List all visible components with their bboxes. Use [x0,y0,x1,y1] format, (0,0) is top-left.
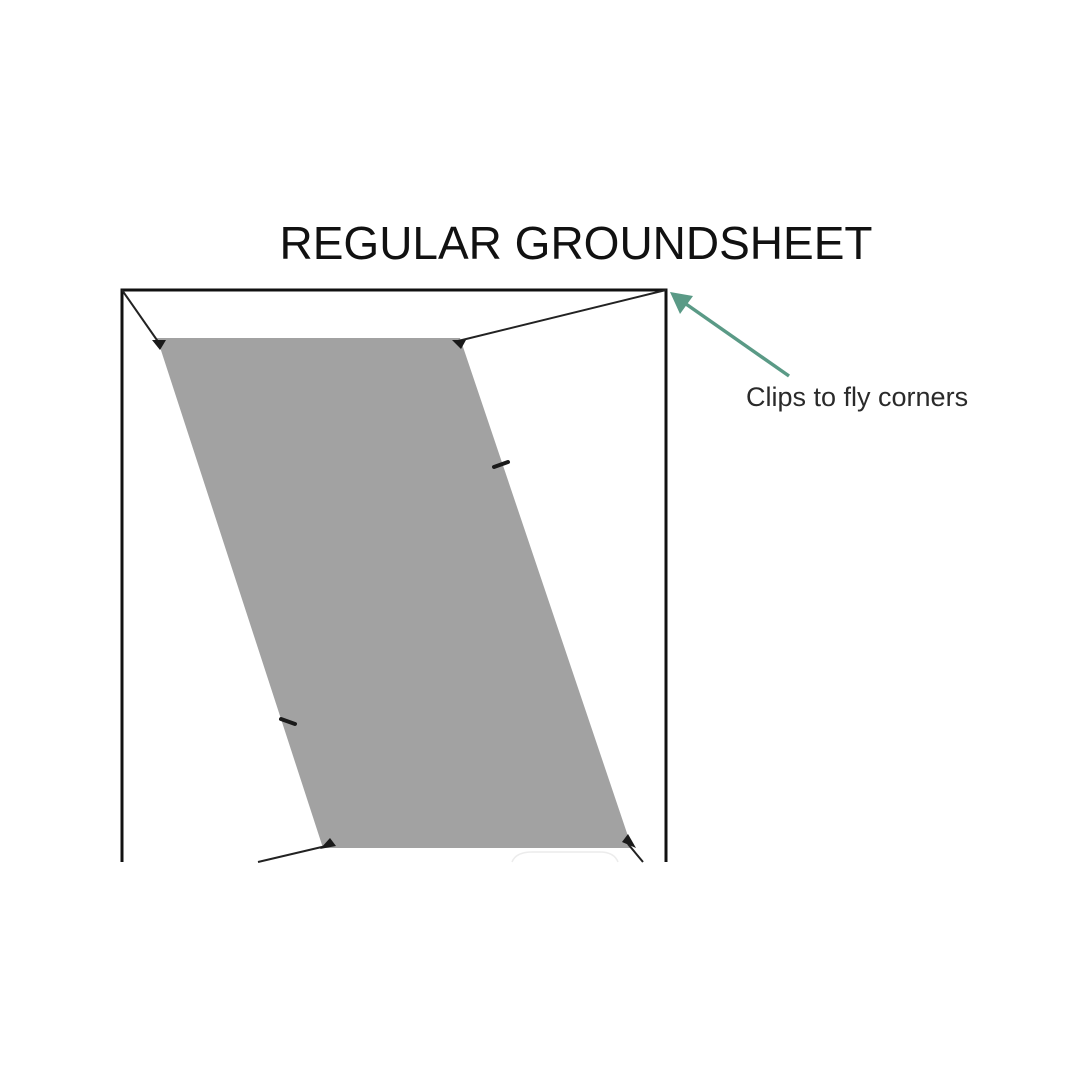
clip-bottom-left [320,838,336,849]
groundsheet [157,338,632,848]
side-clip-right [492,460,510,469]
fly-outline [120,288,668,862]
annotation-arrow [670,292,791,378]
faint-outline-artifact [511,851,619,863]
side-clip-left [279,717,297,726]
guy-line-top-right [457,289,667,342]
clip-top-right [452,340,466,349]
guy-line-top-left [121,289,160,344]
annotation-label: Clips to fly corners [746,382,968,412]
clip-top-left [152,340,166,350]
guy-line-bottom-right [627,843,644,863]
clip-bottom-right [622,834,636,848]
guy-line-bottom-left [257,845,327,863]
diagram-title: REGULAR GROUNDSHEET [280,217,873,269]
